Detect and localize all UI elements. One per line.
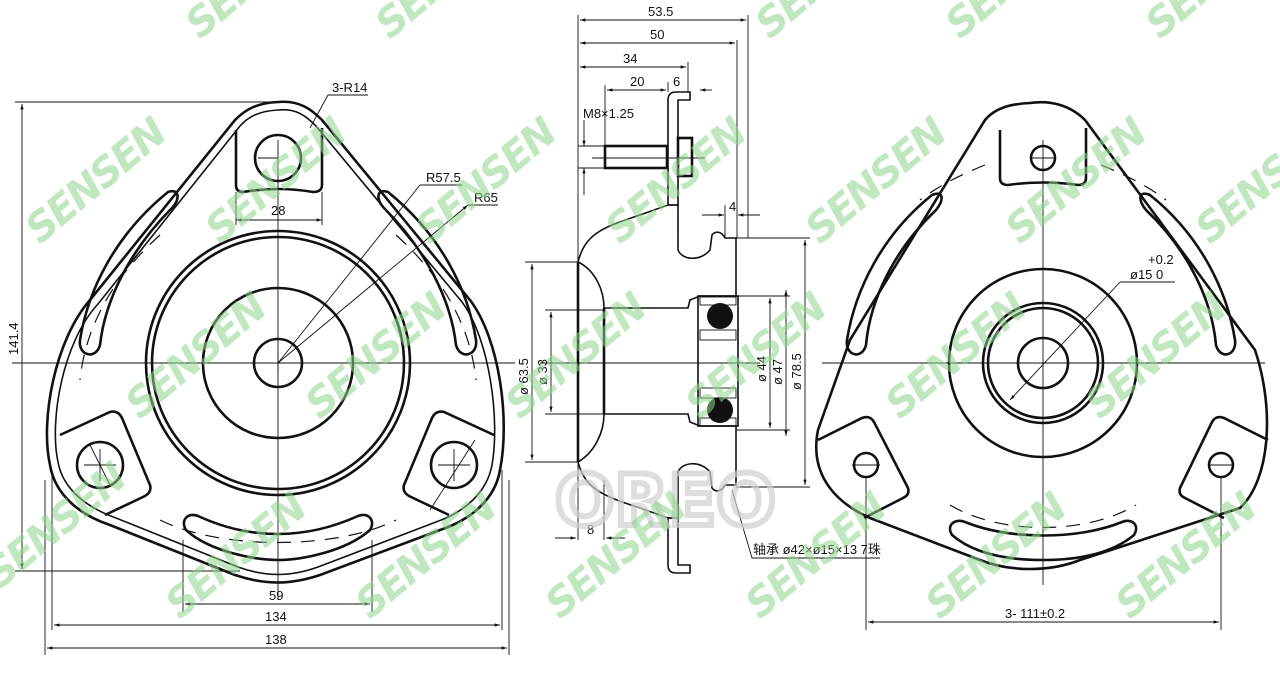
- watermark: SENSEN: [497, 284, 656, 428]
- label-4: 4: [729, 199, 736, 214]
- label-m8: M8×1.25: [583, 106, 634, 121]
- label-dia-47: ø 47: [770, 359, 785, 385]
- left-front-view: [12, 94, 515, 655]
- label-28: 28: [271, 203, 285, 218]
- label-34: 34: [623, 51, 637, 66]
- watermark: SENSEN: [157, 484, 316, 628]
- watermark: SENSEN: [597, 109, 756, 253]
- watermark: SENSEN: [747, 0, 906, 48]
- right-front-view: [815, 100, 1269, 630]
- watermark: SENSEN: [117, 284, 276, 428]
- label-dia-33: ø 33: [535, 359, 550, 385]
- dimension-labels: 3-R14 R57.5 R65 28 141.4 59 134 138 53.5…: [6, 4, 1174, 647]
- watermark: SENSEN: [677, 284, 836, 428]
- label-138: 138: [265, 632, 287, 647]
- watermark: SENSEN: [1077, 284, 1236, 428]
- label-dia-15: ø15 0: [1130, 267, 1163, 282]
- label-59: 59: [269, 588, 283, 603]
- label-dia-44: ø 44: [754, 356, 769, 382]
- label-6: 6: [673, 74, 680, 89]
- label-tol-plus: +0.2: [1148, 252, 1174, 267]
- label-pcd-111: 3- 111±0.2: [1005, 606, 1065, 621]
- label-20: 20: [630, 74, 644, 89]
- watermark: SENSEN: [1107, 484, 1266, 628]
- label-dia-78-5: ø 78.5: [789, 353, 804, 390]
- watermark: SENSEN: [1137, 0, 1280, 48]
- label-134: 134: [265, 609, 287, 624]
- label-r65: R65: [474, 190, 498, 205]
- section-view: [525, 15, 880, 574]
- label-141-4: 141.4: [6, 322, 21, 355]
- watermark: SENSEN: [877, 284, 1036, 428]
- watermark: SENSEN: [1187, 109, 1280, 253]
- label-50: 50: [650, 27, 664, 42]
- label-r57-5: R57.5: [426, 170, 461, 185]
- watermark: SENSEN: [797, 109, 956, 253]
- watermark: SENSEN: [367, 0, 526, 48]
- label-3-r14: 3-R14: [332, 80, 367, 95]
- watermark: SENSEN: [937, 0, 1096, 48]
- label-dia-63-5: ø 63.5: [516, 358, 531, 395]
- oreo-overlay: OREO: [555, 460, 776, 542]
- label-8: 8: [587, 522, 594, 537]
- label-53-5: 53.5: [648, 4, 673, 19]
- watermark: SENSEN: [997, 109, 1156, 253]
- watermark: SENSEN: [177, 0, 336, 48]
- watermark: SENSEN: [297, 284, 456, 428]
- bearing-note: 轴承 ø42×ø15×13 7珠: [753, 542, 881, 557]
